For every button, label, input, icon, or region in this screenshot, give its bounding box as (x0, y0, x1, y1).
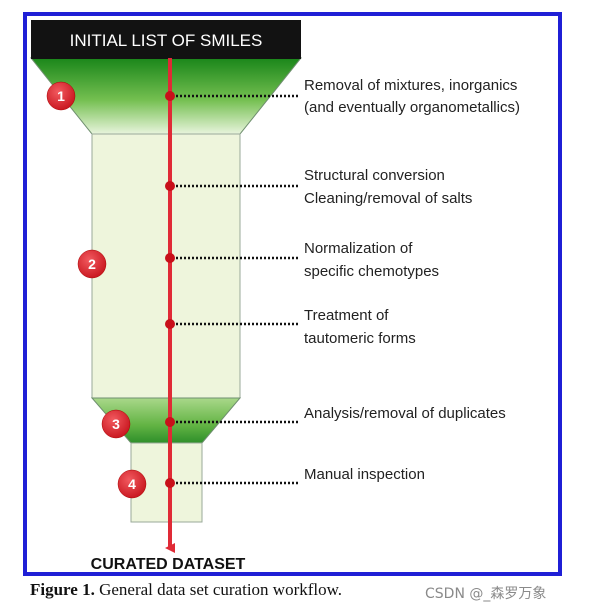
step-label-line: Manual inspection (304, 466, 425, 483)
step-node (165, 91, 175, 101)
step-label-line: Normalization of (304, 240, 413, 257)
caption-text: General data set curation workflow. (99, 580, 343, 599)
step-label-line: Cleaning/removal of salts (304, 190, 472, 207)
step-label: Treatment of tautomeric forms (304, 307, 416, 347)
figure-caption: Figure 1. General data set curation work… (30, 580, 410, 600)
watermark: CSDN @_森罗万象 (425, 586, 547, 602)
step-label-line: Analysis/removal of duplicates (304, 405, 506, 422)
step-badge (101, 409, 131, 439)
funnel-body-section (91, 133, 241, 399)
step-label-line: Structural conversion (304, 167, 445, 184)
step-label: Analysis/removal of duplicates (304, 405, 506, 422)
step-node (165, 319, 175, 329)
step-badge (46, 81, 76, 111)
step-badge-number: 1 (57, 88, 65, 104)
step-badge (117, 469, 147, 499)
step-label-line: tautomeric forms (304, 330, 416, 347)
step-label-line: Removal of mixtures, inorganics (304, 77, 517, 94)
step-badge (77, 249, 107, 279)
step-label-line: specific chemotypes (304, 263, 439, 280)
step-badge-number: 2 (88, 256, 96, 272)
header-title: INITIAL LIST OF SMILES (70, 31, 263, 50)
step-label: Structural conversion Cleaning/removal o… (304, 167, 472, 207)
step-node (165, 181, 175, 191)
step-label: Manual inspection (304, 466, 425, 483)
step-badge-number: 3 (112, 416, 120, 432)
step-label: Removal of mixtures, inorganics (and eve… (304, 77, 522, 116)
step-label: Normalization of specific chemotypes (304, 240, 439, 280)
step-label-line: (and eventually organometallics) (304, 99, 520, 116)
step-node (165, 253, 175, 263)
step-node (165, 478, 175, 488)
header-bar (31, 20, 301, 59)
footer-title: CURATED DATASET (91, 556, 246, 573)
caption-label: Figure 1. (30, 580, 95, 599)
step-label-line: Treatment of (304, 307, 389, 324)
step-badge-number: 4 (128, 476, 136, 492)
step-node (165, 417, 175, 427)
